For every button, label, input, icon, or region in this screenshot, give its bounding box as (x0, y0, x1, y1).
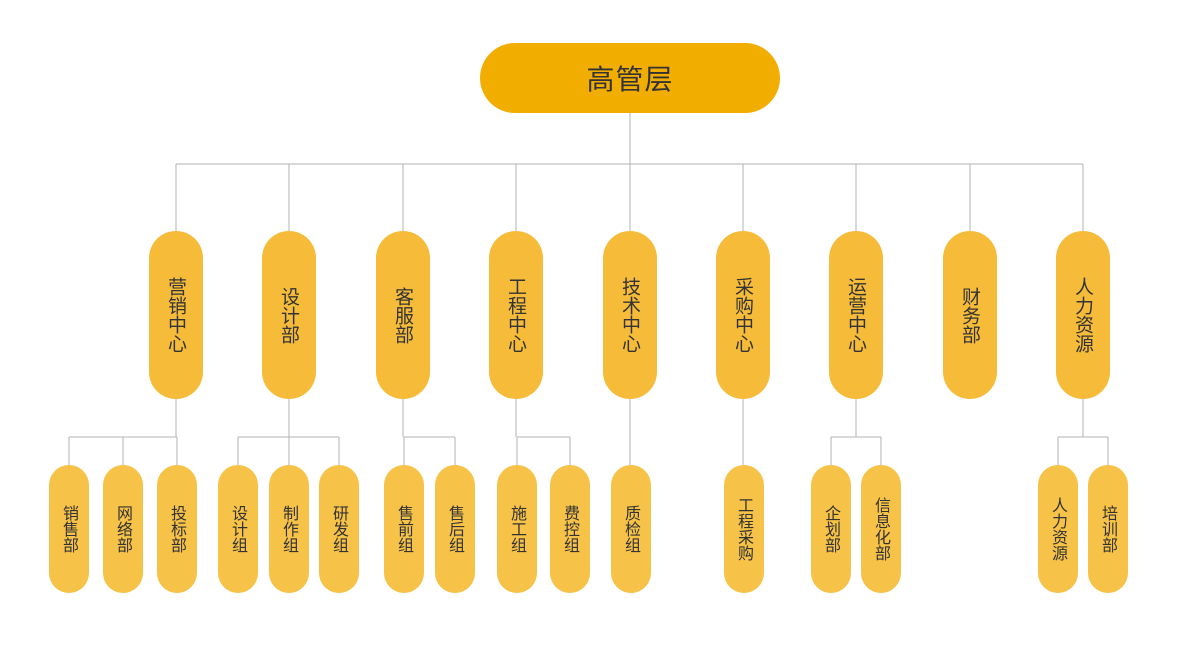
dept-node-procurement-center: 采购中心 (716, 231, 770, 399)
dept-node-operations-center: 运营中心 (829, 231, 883, 399)
dept-label: 客服部 (392, 286, 414, 344)
leaf-label: 培训部 (1099, 505, 1118, 553)
leaf-node-training: 培训部 (1088, 465, 1128, 593)
leaf-label: 售前组 (395, 505, 414, 553)
dept-node-engineering-center: 工程中心 (489, 231, 543, 399)
leaf-node-design-group: 设计组 (218, 465, 258, 593)
leaf-label: 投标部 (168, 505, 187, 553)
leaf-label: 质检组 (622, 505, 641, 553)
leaf-node-cost-control-group: 费控组 (550, 465, 590, 593)
leaf-node-rnd-group: 研发组 (319, 465, 359, 593)
dept-label: 设计部 (278, 286, 300, 344)
leaf-node-aftersales-group: 售后组 (435, 465, 475, 593)
leaf-label: 施工组 (508, 505, 527, 553)
dept-node-design: 设计部 (262, 231, 316, 399)
dept-label: 采购中心 (732, 277, 754, 353)
leaf-label: 网络部 (114, 505, 133, 553)
dept-node-customer-service: 客服部 (376, 231, 430, 399)
leaf-label: 信息化部 (872, 497, 891, 561)
leaf-label: 制作组 (280, 505, 299, 553)
leaf-label: 工程采购 (735, 497, 754, 561)
leaf-node-production-group: 制作组 (269, 465, 309, 593)
leaf-node-presales-group: 售前组 (384, 465, 424, 593)
root-node-executive: 高管层 (480, 43, 780, 113)
dept-label: 人力资源 (1072, 277, 1094, 353)
leaf-node-human-resources: 人力资源 (1038, 465, 1078, 593)
dept-label: 技术中心 (619, 277, 641, 353)
leaf-label: 企划部 (822, 505, 841, 553)
dept-node-finance: 财务部 (943, 231, 997, 399)
leaf-label: 费控组 (561, 505, 580, 553)
dept-label: 财务部 (959, 286, 981, 344)
dept-node-technology-center: 技术中心 (603, 231, 657, 399)
leaf-node-quality-inspection-group: 质检组 (611, 465, 651, 593)
dept-label: 工程中心 (505, 277, 527, 353)
leaf-node-construction-group: 施工组 (497, 465, 537, 593)
leaf-node-sales: 销售部 (49, 465, 89, 593)
leaf-label: 售后组 (446, 505, 465, 553)
leaf-label: 销售部 (60, 505, 79, 553)
leaf-label: 研发组 (330, 505, 349, 553)
leaf-node-planning: 企划部 (811, 465, 851, 593)
leaf-label: 设计组 (229, 505, 248, 553)
dept-label: 运营中心 (845, 277, 867, 353)
dept-label: 营销中心 (165, 277, 187, 353)
dept-node-human-resources: 人力资源 (1056, 231, 1110, 399)
leaf-node-informatization: 信息化部 (861, 465, 901, 593)
leaf-node-network: 网络部 (103, 465, 143, 593)
leaf-label: 人力资源 (1049, 497, 1068, 561)
root-node-label: 高管层 (586, 63, 674, 96)
leaf-node-bidding: 投标部 (157, 465, 197, 593)
leaf-node-engineering-procurement: 工程采购 (724, 465, 764, 593)
dept-node-marketing-center: 营销中心 (149, 231, 203, 399)
